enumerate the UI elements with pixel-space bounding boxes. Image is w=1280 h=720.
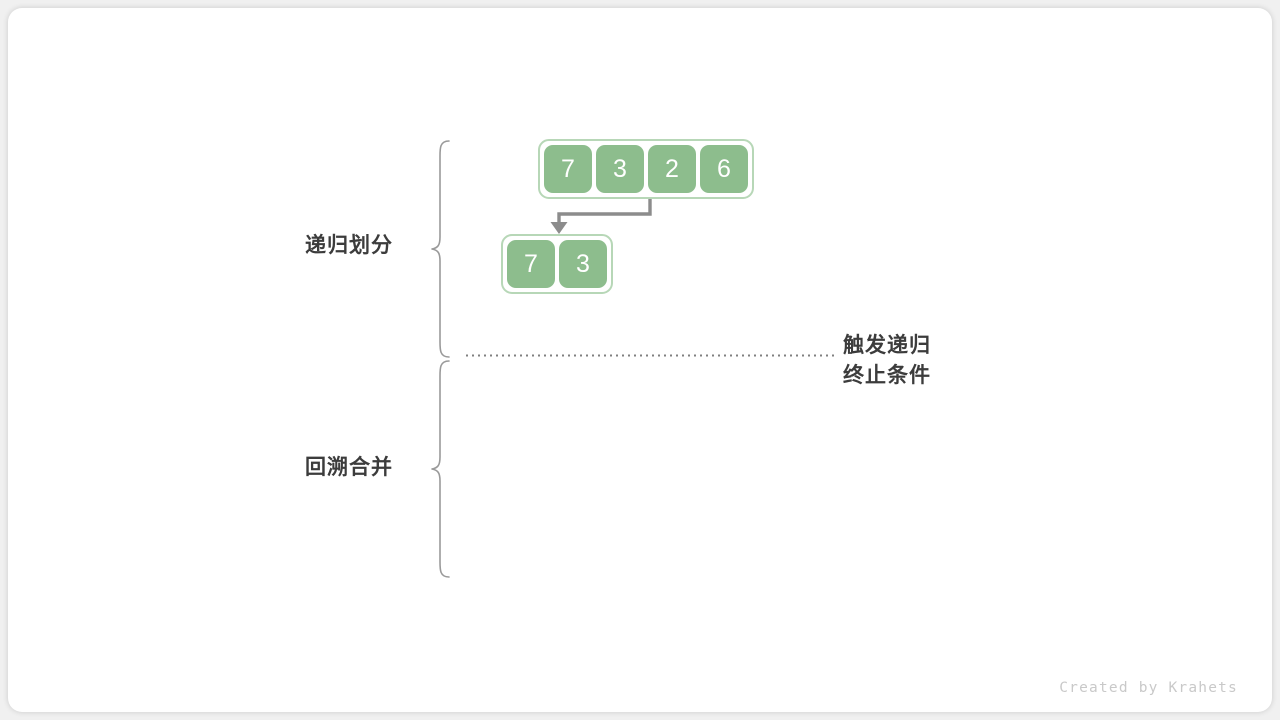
array-cell: 3 [596,145,644,193]
array-cell: 6 [700,145,748,193]
array-cell: 7 [507,240,555,288]
white-card [8,8,1272,712]
annotation-line-2: 终止条件 [843,364,931,387]
array-cell: 2 [648,145,696,193]
section-label-divide: 递归划分 [305,234,393,257]
credit-text: Created by Krahets [1059,680,1238,696]
array-cell: 7 [544,145,592,193]
array-cell: 3 [559,240,607,288]
array-top: 7 3 2 6 [538,139,754,199]
array-sub-left: 7 3 [501,234,613,294]
terminate-condition-annotation: 触发递归 终止条件 [843,331,931,391]
annotation-line-1: 触发递归 [843,334,931,357]
section-label-merge: 回溯合并 [305,456,393,479]
